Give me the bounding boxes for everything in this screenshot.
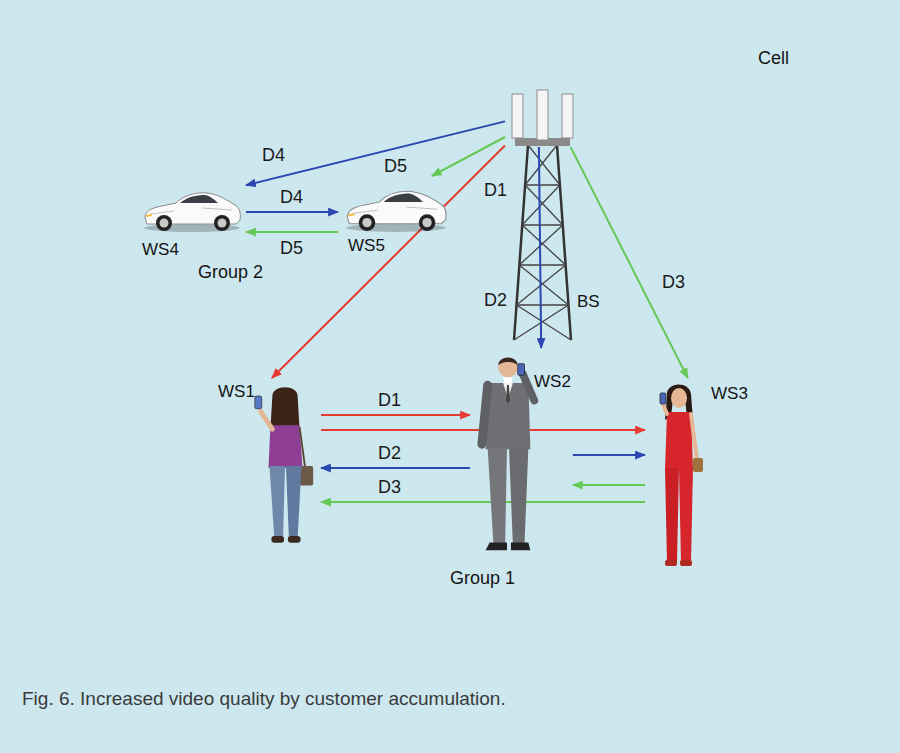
node-label: WS5 bbox=[348, 236, 385, 256]
edge-label: D3 bbox=[378, 477, 401, 497]
edge-label: D3 bbox=[662, 272, 685, 292]
edge-label: D4 bbox=[280, 187, 303, 207]
label-slot: D3 bbox=[378, 477, 401, 497]
edge-label: D1 bbox=[484, 180, 507, 200]
edge-label: D2 bbox=[378, 443, 401, 463]
arrow-connector bbox=[321, 501, 645, 503]
car-illustration bbox=[344, 176, 448, 234]
arrow-connector bbox=[246, 121, 505, 185]
arrow-connector bbox=[539, 147, 541, 348]
arrow-connector bbox=[246, 231, 338, 233]
arrow-connector bbox=[246, 211, 338, 213]
station-node: WS1 bbox=[215, 378, 321, 558]
edge-label: D4 bbox=[262, 145, 285, 165]
label-slot: D1 bbox=[484, 180, 507, 200]
arrow-connector bbox=[321, 414, 470, 416]
cell-region: CellGroup 2WS4WS5BSGroup 1WS1WS2WS3 bbox=[25, 8, 892, 630]
group-region: Group 2 WS4 WS5 bbox=[105, 135, 470, 320]
edge-label: D5 bbox=[280, 238, 303, 258]
label-slot: D5 bbox=[384, 156, 407, 176]
label-slot: D2 bbox=[378, 443, 401, 463]
region-label: Group 1 bbox=[450, 568, 515, 588]
label-slot: WS4 bbox=[142, 240, 179, 260]
node-label: WS1 bbox=[218, 382, 255, 402]
label-slot: D1 bbox=[378, 390, 401, 410]
region-label: Cell bbox=[758, 48, 789, 68]
label-slot: Group 2 bbox=[198, 262, 263, 282]
station-node: WS2 bbox=[470, 348, 573, 562]
label-slot: WS1 bbox=[218, 382, 255, 402]
edge-label: D1 bbox=[378, 390, 401, 410]
person-illustration bbox=[649, 380, 709, 575]
arrow-connector bbox=[321, 467, 470, 469]
region-label: Group 2 bbox=[198, 262, 263, 282]
label-slot: D5 bbox=[280, 238, 303, 258]
label-slot: D4 bbox=[280, 187, 303, 207]
label-slot: BS bbox=[577, 292, 600, 312]
node-label: BS bbox=[577, 292, 600, 312]
figure-caption: Fig. 6. Increased video quality by custo… bbox=[22, 688, 506, 710]
person-illustration bbox=[251, 380, 319, 555]
station-node: WS4 bbox=[140, 176, 246, 262]
car-illustration bbox=[142, 178, 242, 234]
node-label: WS4 bbox=[142, 240, 179, 260]
edge-label: D2 bbox=[484, 290, 507, 310]
station-node: WS3 bbox=[645, 378, 751, 578]
label-slot: WS2 bbox=[534, 372, 571, 392]
label-slot: WS3 bbox=[711, 384, 748, 404]
group-region: Group 1 WS1 WS2WS3 bbox=[180, 342, 875, 614]
arrow-connector bbox=[272, 146, 505, 379]
node-label: WS2 bbox=[534, 372, 571, 392]
base-station: BS bbox=[505, 92, 580, 147]
node-label: WS3 bbox=[711, 384, 748, 404]
label-slot: D4 bbox=[262, 145, 285, 165]
person-illustration bbox=[474, 352, 542, 556]
label-slot: D3 bbox=[662, 272, 685, 292]
cell-outline bbox=[25, 8, 892, 630]
arrow-connector bbox=[573, 454, 645, 456]
label-slot: Group 1 bbox=[450, 568, 515, 588]
arrow-connector bbox=[571, 147, 688, 378]
label-slot: D2 bbox=[484, 290, 507, 310]
label-slot: Cell bbox=[758, 48, 789, 68]
edge-label: D5 bbox=[384, 156, 407, 176]
station-node: WS5 bbox=[338, 176, 450, 258]
arrow-connector bbox=[573, 484, 645, 486]
label-slot: WS5 bbox=[348, 236, 385, 256]
